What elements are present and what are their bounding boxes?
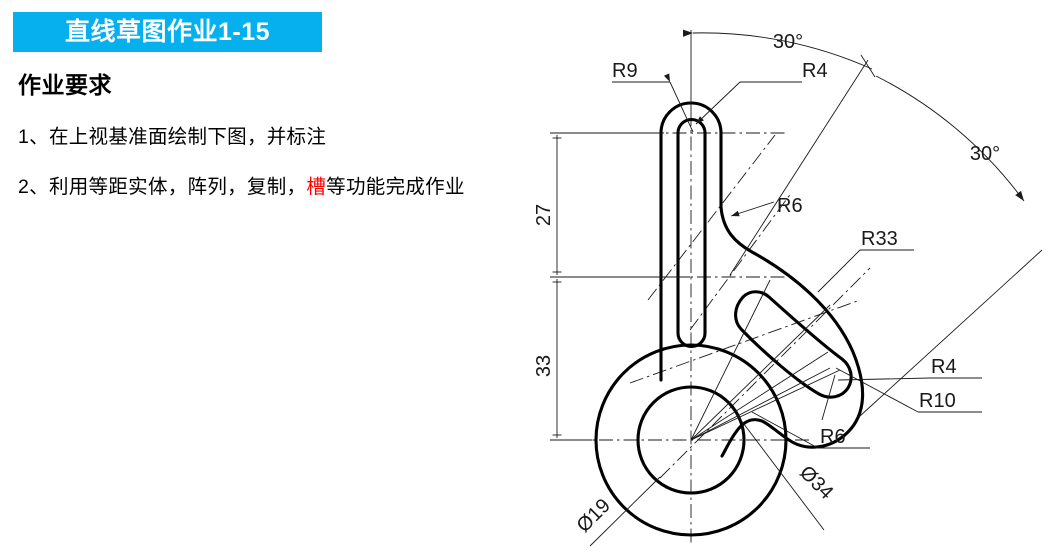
- spoke-f: [821, 374, 836, 421]
- diameter-label-19: Ø19: [573, 495, 615, 537]
- radius-label-r4-top: R4: [802, 60, 828, 82]
- hub-bore-circle: [636, 385, 746, 495]
- angle-radial-line-1: [729, 59, 869, 276]
- radius-label-r6-lower: R6: [820, 426, 846, 448]
- requirement-item-2: 2、利用等距实体，阵列，复制，槽等功能完成作业: [18, 170, 465, 199]
- angle-label-2: 30°: [970, 143, 1000, 165]
- instruction-panel: 直线草图作业1-15 作业要求 1、在上视基准面绘制下图，并标注 2、利用等距实…: [0, 0, 530, 555]
- leader-r4slot-line: [837, 377, 931, 381]
- angle-label-1: 30°: [773, 31, 803, 53]
- spoke-c: [690, 304, 831, 441]
- angle-tick-1: [860, 54, 876, 78]
- requirement-2-part-b: 等功能完成作业: [326, 176, 465, 198]
- slot-axis-centerline-2: [689, 191, 793, 331]
- spoke-b: [690, 369, 841, 441]
- requirement-2-highlight: 槽: [306, 176, 327, 198]
- spoke-a: [690, 367, 831, 441]
- slot-axis-centerline: [647, 134, 776, 301]
- angle-radial-line-2: [859, 249, 1043, 417]
- diameter-label-34: Ø34: [795, 462, 837, 504]
- drawing-canvas: 27 33 30° 30° R9: [533, 29, 1043, 547]
- spoke-d: [690, 279, 771, 441]
- radius-label-r4-slot: R4: [931, 356, 957, 378]
- leader-r6low-line: [751, 411, 819, 449]
- section-title: 作业要求: [18, 72, 112, 98]
- angle-arc-1: [682, 29, 873, 70]
- leader-r6-upper: [730, 201, 775, 217]
- title-banner: 直线草图作业1-15: [13, 12, 322, 52]
- requirement-item-1: 1、在上视基准面绘制下图，并标注: [18, 126, 327, 148]
- leader-r10-line: [835, 367, 919, 413]
- inclined-centerline-30: [659, 267, 871, 479]
- banner-title: 直线草图作业1-15: [64, 17, 271, 46]
- dim-label-33: 33: [533, 355, 555, 377]
- leader-r33-line: [817, 249, 861, 293]
- hub-outer-circle: [594, 343, 788, 537]
- arm-inner-slot: [676, 117, 707, 349]
- leader-r4top-line: [695, 81, 741, 125]
- curved-inner-slot: [734, 290, 853, 399]
- dim-label-27: 27: [533, 204, 555, 226]
- spoke-e: [690, 351, 829, 441]
- leader-d19: [589, 476, 661, 547]
- leader-r9-line: [663, 73, 694, 133]
- radius-label-r6-upper: R6: [777, 195, 803, 217]
- technical-drawing: 27 33 30° 30° R9: [530, 0, 1061, 555]
- outer-sweep-profile: [719, 205, 865, 458]
- inclined-centerline-60: [629, 299, 861, 384]
- angle-arc-2: [875, 75, 1025, 202]
- radius-label-r9: R9: [612, 60, 638, 82]
- radius-label-r33: R33: [861, 228, 898, 250]
- leader-d34: [727, 402, 825, 531]
- requirement-2-part-a: 2、利用等距实体，阵列，复制，: [18, 176, 307, 198]
- radius-label-r10: R10: [919, 390, 956, 412]
